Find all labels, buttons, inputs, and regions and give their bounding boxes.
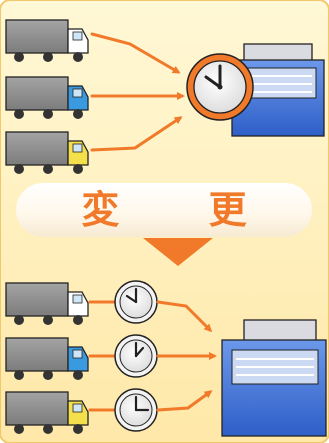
banner-label: 変 更 — [81, 188, 285, 232]
arrow-1 — [90, 32, 181, 74]
arrow-3 — [156, 390, 213, 412]
arrow-1 — [156, 300, 213, 333]
clock-icon — [114, 334, 158, 378]
after-truck-yellow — [5, 391, 89, 434]
before-truck-yellow — [5, 131, 89, 174]
after-warehouse-building — [221, 319, 327, 437]
after-truck-white — [5, 282, 89, 325]
before-truck-white — [5, 19, 89, 62]
arrow-3 — [90, 116, 183, 152]
before-truck-blue — [5, 76, 89, 119]
clock-icon — [114, 280, 158, 324]
after-arrows — [156, 300, 217, 412]
clock-icon — [186, 53, 254, 121]
before-arrows — [90, 32, 185, 152]
clock-icon — [114, 388, 158, 432]
change-banner: 変 更 — [16, 183, 312, 237]
down-triangle-arrow-icon — [143, 238, 213, 266]
after-connectors — [88, 300, 116, 412]
after-truck-blue — [5, 337, 89, 380]
